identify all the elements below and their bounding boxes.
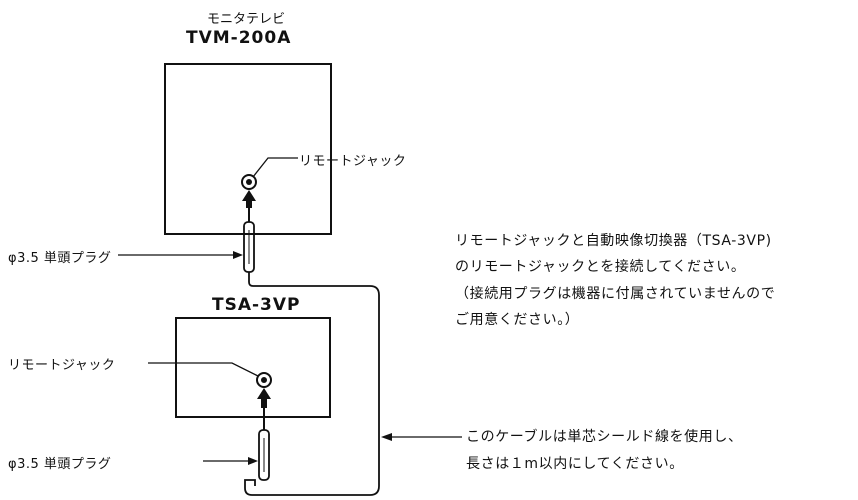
switcher-arrow (257, 388, 271, 408)
switcher-jack-label: リモートジャック (8, 358, 116, 373)
cable-note-arrow-head (381, 433, 392, 441)
switcher-jack-leader (148, 362, 259, 377)
instruction-line-3: （接続用プラグは機器に付属されていませんので (455, 286, 776, 302)
bottom-plug-label: φ3.5 単頭プラグ (8, 457, 112, 472)
instruction-line-2: のリモートジャックとを接続してください。 (455, 259, 746, 275)
monitor-arrow (242, 190, 256, 208)
monitor-jack-outer (241, 174, 257, 190)
monitor-title: モニタテレビ (207, 12, 286, 27)
instruction-line-4: ご用意ください。） (455, 312, 580, 328)
monitor-jack-inner (246, 179, 252, 185)
top-plug-label: φ3.5 単頭プラグ (8, 251, 112, 266)
bottom-plug (258, 429, 270, 481)
switcher-box (175, 317, 331, 418)
cable-note-line-1: このケーブルは単芯シールド線を使用し、 (466, 429, 743, 445)
monitor-jack-label: リモートジャック (299, 154, 407, 169)
switcher-model: TSA-3VP (212, 295, 301, 315)
cable-note-line-2: 長さは１m以内にしてください。 (466, 456, 684, 472)
cable (244, 272, 380, 496)
monitor-jack-leader (252, 157, 298, 178)
monitor-model: TVM-200A (186, 28, 292, 48)
switcher-jack-inner (261, 377, 267, 383)
switcher-jack-outer (256, 372, 272, 388)
monitor-box (164, 63, 332, 235)
top-plug-arrow-head (233, 251, 243, 259)
bottom-plug-arrow-head (248, 457, 258, 465)
instruction-line-1: リモートジャックと自動映像切換器（TSA-3VP) (455, 233, 772, 249)
